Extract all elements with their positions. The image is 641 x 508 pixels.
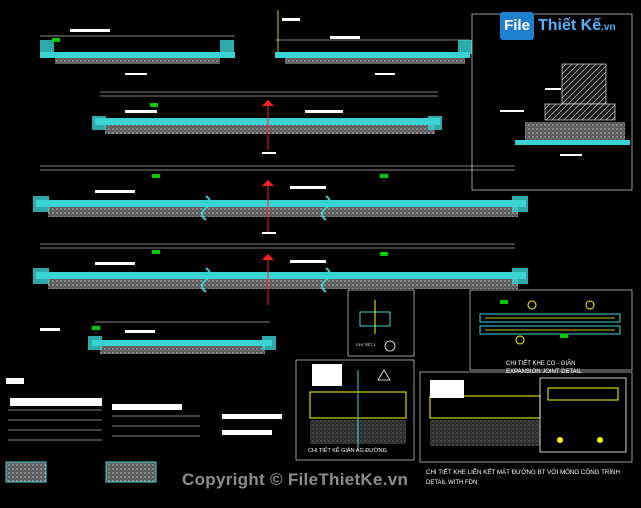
logo-brand-text: Thiết Kế <box>538 17 602 34</box>
connection-detail-title-vi: CHI TIẾT KHE LIÊN KẾT MẶT ĐƯỜNG BT VỚI M… <box>426 468 620 476</box>
copyright-watermark: Copyright © FileThietKe.vn <box>182 470 409 489</box>
connection-detail <box>419 371 633 463</box>
contraction-detail-title: CHI TIẾT KẼ GIẢN AG ĐƯỜNG <box>308 447 387 454</box>
logo-file-badge: File <box>500 12 534 40</box>
expansion-joint-title-en: EXPANSION JOINT DETAIL <box>506 369 582 375</box>
road-section-5 <box>33 243 528 305</box>
contraction-joint-detail <box>295 359 415 461</box>
notes-block <box>5 378 282 483</box>
road-section-6 <box>40 321 276 354</box>
small-detail-1 <box>347 289 415 357</box>
expansion-joint-detail <box>469 289 633 371</box>
site-logo: File Thiết Kế.vn <box>500 10 636 44</box>
connection-detail-title-en: DETAIL WITH FDN <box>426 480 477 486</box>
road-section-2 <box>275 10 472 75</box>
logo-brand: Thiết Kế.vn <box>538 17 616 35</box>
curb-detail <box>471 13 633 191</box>
road-section-1 <box>40 29 235 75</box>
road-section-4 <box>33 165 528 234</box>
road-section-3 <box>92 91 442 154</box>
expansion-joint-title-vi: CHI TIẾT KHE CO - GIÃN <box>506 360 575 367</box>
logo-domain: .vn <box>601 22 616 33</box>
small-detail-label: CHI TIẾT 1 <box>356 342 377 347</box>
